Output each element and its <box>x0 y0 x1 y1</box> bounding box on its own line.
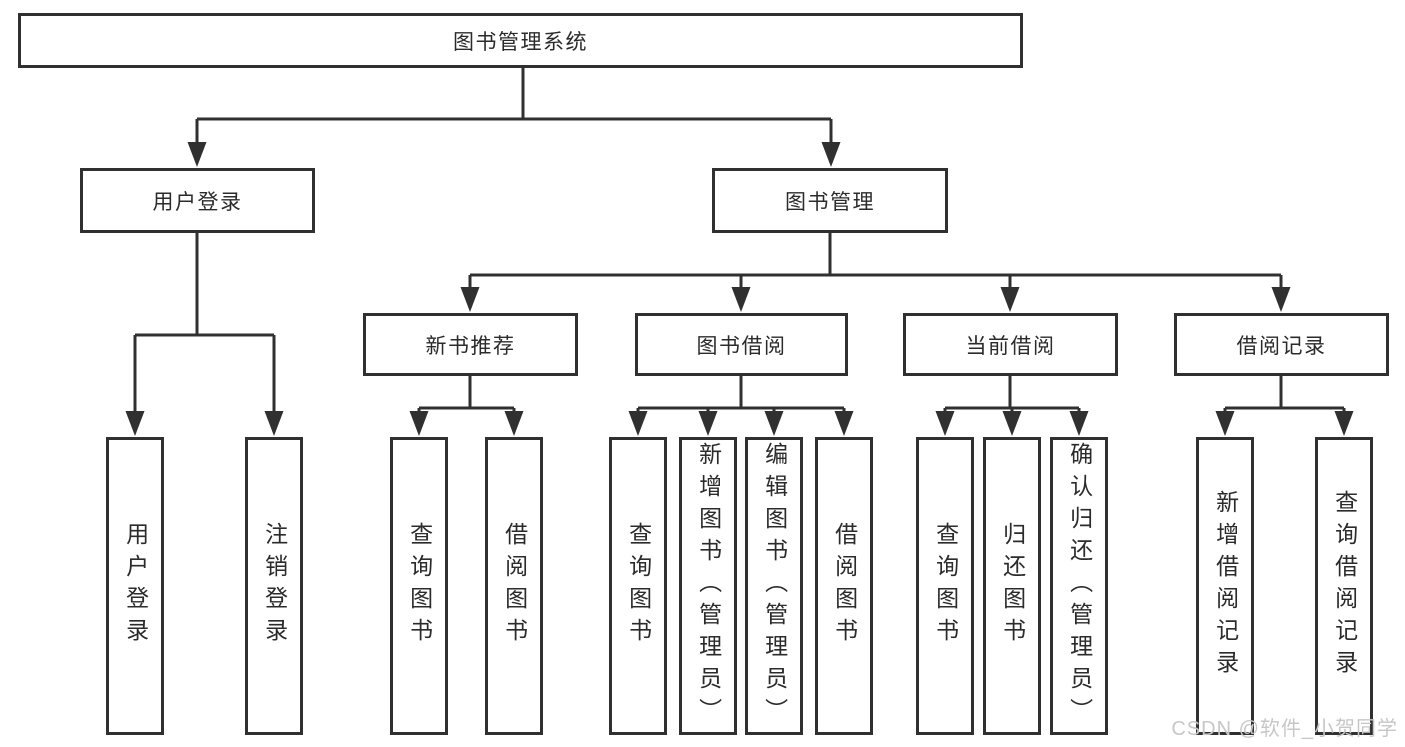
node-leaf-logout: 注销登录 <box>245 437 303 735</box>
edges-new-books <box>409 376 524 436</box>
arrowhead-down <box>409 411 429 436</box>
edges-book-mgmt <box>460 233 1291 312</box>
node-current-borrow: 当前借阅 <box>903 313 1118 376</box>
node-leaf-user-login-label: 用户登录 <box>122 522 149 650</box>
node-leaf-current-query-label: 查询图书 <box>932 522 959 650</box>
node-leaf-borrow-borrow: 借阅图书 <box>815 437 873 735</box>
node-leaf-record-query-label: 查询借阅记录 <box>1331 490 1358 682</box>
arrowhead-down <box>628 411 648 436</box>
arrowhead-down <box>698 411 718 436</box>
node-leaf-borrow-add-label: 新增图书（管理员） <box>695 442 722 730</box>
node-leaf-record-query: 查询借阅记录 <box>1315 437 1373 735</box>
arrowhead-down <box>1334 411 1354 436</box>
node-leaf-borrow-query-label: 查询图书 <box>625 522 652 650</box>
edges-user-login <box>125 233 284 436</box>
node-leaf-borrow-edit-label: 编辑图书（管理员） <box>761 442 788 730</box>
node-leaf-record-add: 新增借阅记录 <box>1196 437 1254 735</box>
arrowhead-down <box>935 411 955 436</box>
node-user-login-label: 用户登录 <box>152 190 243 214</box>
node-leaf-current-confirm-label: 确认归还（管理员） <box>1066 442 1093 730</box>
node-leaf-current-return-label: 归还图书 <box>999 522 1026 650</box>
node-leaf-current-query: 查询图书 <box>916 437 974 735</box>
node-book-borrow-label: 图书借阅 <box>696 334 787 358</box>
arrowhead-down <box>460 287 480 312</box>
node-book-borrow: 图书借阅 <box>635 313 848 376</box>
arrowhead-down <box>1069 411 1089 436</box>
node-root: 图书管理系统 <box>18 13 1023 68</box>
arrowhead-down <box>1271 287 1291 312</box>
node-new-books: 新书推荐 <box>363 313 578 376</box>
node-leaf-current-return: 归还图书 <box>983 437 1041 735</box>
csdn-watermark: CSDN @软件_小贺同学 <box>1171 718 1398 740</box>
arrowhead-down <box>821 142 841 167</box>
edges-root <box>187 68 841 167</box>
node-leaf-current-confirm: 确认归还（管理员） <box>1050 437 1108 735</box>
arrowhead-down <box>504 411 524 436</box>
edges-book-borrow <box>628 376 854 436</box>
arrowhead-down <box>1215 411 1235 436</box>
arrowhead-down <box>125 411 145 436</box>
node-borrow-records: 借阅记录 <box>1174 313 1389 376</box>
node-leaf-record-add-label: 新增借阅记录 <box>1212 490 1239 682</box>
edges-borrow-records <box>1215 376 1354 436</box>
node-leaf-newbook-query-label: 查询图书 <box>406 522 433 650</box>
node-leaf-newbook-query: 查询图书 <box>390 437 448 735</box>
arrowhead-down <box>1000 287 1020 312</box>
arrowhead-down <box>764 411 784 436</box>
node-leaf-borrow-edit: 编辑图书（管理员） <box>745 437 803 735</box>
arrowhead-down <box>1002 411 1022 436</box>
node-leaf-borrow-query: 查询图书 <box>609 437 667 735</box>
node-borrow-records-label: 借阅记录 <box>1236 334 1327 358</box>
node-leaf-user-login: 用户登录 <box>106 437 164 735</box>
node-root-label: 图书管理系统 <box>453 30 588 54</box>
node-book-mgmt: 图书管理 <box>712 168 948 233</box>
node-new-books-label: 新书推荐 <box>425 334 516 358</box>
node-book-mgmt-label: 图书管理 <box>785 190 875 214</box>
node-leaf-borrow-add: 新增图书（管理员） <box>679 437 737 735</box>
arrowhead-down <box>264 411 284 436</box>
edges-current-borrow <box>935 376 1089 436</box>
arrowhead-down <box>731 287 751 312</box>
arrowhead-down <box>834 411 854 436</box>
node-user-login: 用户登录 <box>80 168 315 233</box>
node-leaf-logout-label: 注销登录 <box>261 522 288 650</box>
arrowhead-down <box>187 142 207 167</box>
node-leaf-newbook-borrow: 借阅图书 <box>485 437 543 735</box>
node-leaf-newbook-borrow-label: 借阅图书 <box>501 522 528 650</box>
node-leaf-borrow-borrow-label: 借阅图书 <box>831 522 858 650</box>
node-current-borrow-label: 当前借阅 <box>965 334 1056 358</box>
